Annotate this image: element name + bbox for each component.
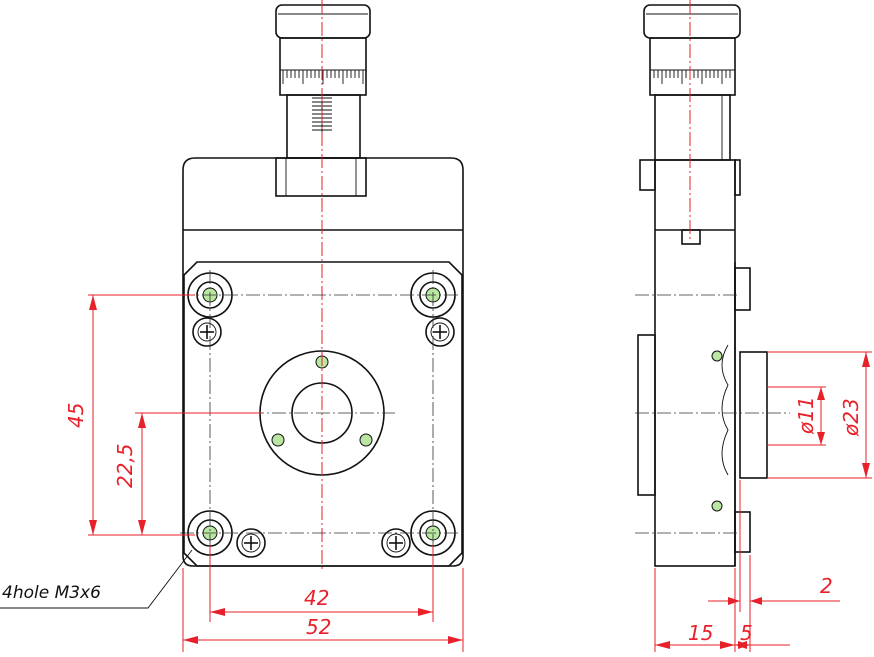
dimension-42: 42 bbox=[209, 545, 434, 622]
svg-text:ø11: ø11 bbox=[794, 396, 818, 435]
screw-head bbox=[236, 528, 266, 558]
micrometer-head bbox=[275, 4, 371, 197]
svg-text:5: 5 bbox=[740, 621, 753, 645]
svg-text:2: 2 bbox=[820, 574, 833, 598]
side-ring bbox=[739, 351, 768, 479]
front-view: 45 22,5 42 52 4hole M3x6 bbox=[0, 0, 465, 652]
micrometer-head-side bbox=[643, 4, 741, 161]
dimension-2: 2 bbox=[708, 480, 840, 652]
svg-text:ø23: ø23 bbox=[839, 398, 863, 437]
dimension-15-5: 15 5 bbox=[654, 568, 790, 652]
dimension-diameter-11: ø11 bbox=[767, 386, 826, 446]
stage-body bbox=[182, 157, 464, 567]
screw-head bbox=[381, 528, 411, 558]
svg-text:42: 42 bbox=[304, 586, 329, 610]
svg-text:15: 15 bbox=[688, 621, 713, 645]
hole-note-leader: 4hole M3x6 bbox=[0, 549, 193, 609]
small-threaded-hole bbox=[271, 433, 285, 447]
dimension-45: 45 bbox=[64, 294, 195, 536]
svg-text:52: 52 bbox=[306, 615, 331, 639]
dimension-52: 52 bbox=[182, 568, 464, 652]
side-body bbox=[654, 159, 736, 567]
dimension-diameter-23: ø23 bbox=[767, 351, 872, 479]
svg-text:4hole M3x6: 4hole M3x6 bbox=[2, 583, 101, 603]
screw-head bbox=[425, 317, 455, 347]
small-threaded-hole bbox=[359, 433, 373, 447]
mounting-plate bbox=[183, 261, 463, 567]
svg-text:45: 45 bbox=[64, 403, 88, 428]
svg-text:22,5: 22,5 bbox=[113, 443, 137, 488]
screw-head bbox=[192, 317, 222, 347]
side-view: ø23 ø11 2 15 5 bbox=[635, 0, 872, 652]
dimension-22-5: 22,5 bbox=[113, 412, 262, 535]
